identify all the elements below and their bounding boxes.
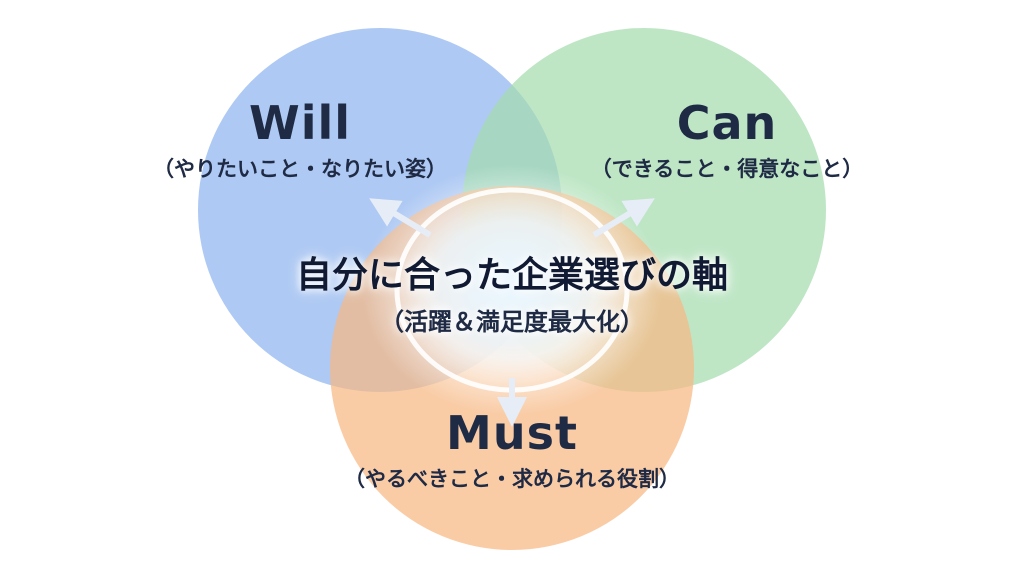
- center-subtitle: （活躍＆満足度最大化）: [380, 308, 644, 336]
- arrow-to-can-icon: [592, 198, 655, 238]
- can-title: Can: [676, 96, 778, 150]
- will-subtitle: （やりたいこと・なりたい姿）: [153, 157, 447, 181]
- will-title: Will: [248, 96, 352, 150]
- can-subtitle: （できること・得意なこと）: [590, 157, 864, 181]
- arrow-to-will-icon: [369, 198, 432, 238]
- must-subtitle: （やるべきこと・求められる役割）: [344, 467, 680, 491]
- must-title: Must: [446, 406, 578, 460]
- center-title: 自分に合った企業選びの軸: [295, 255, 728, 296]
